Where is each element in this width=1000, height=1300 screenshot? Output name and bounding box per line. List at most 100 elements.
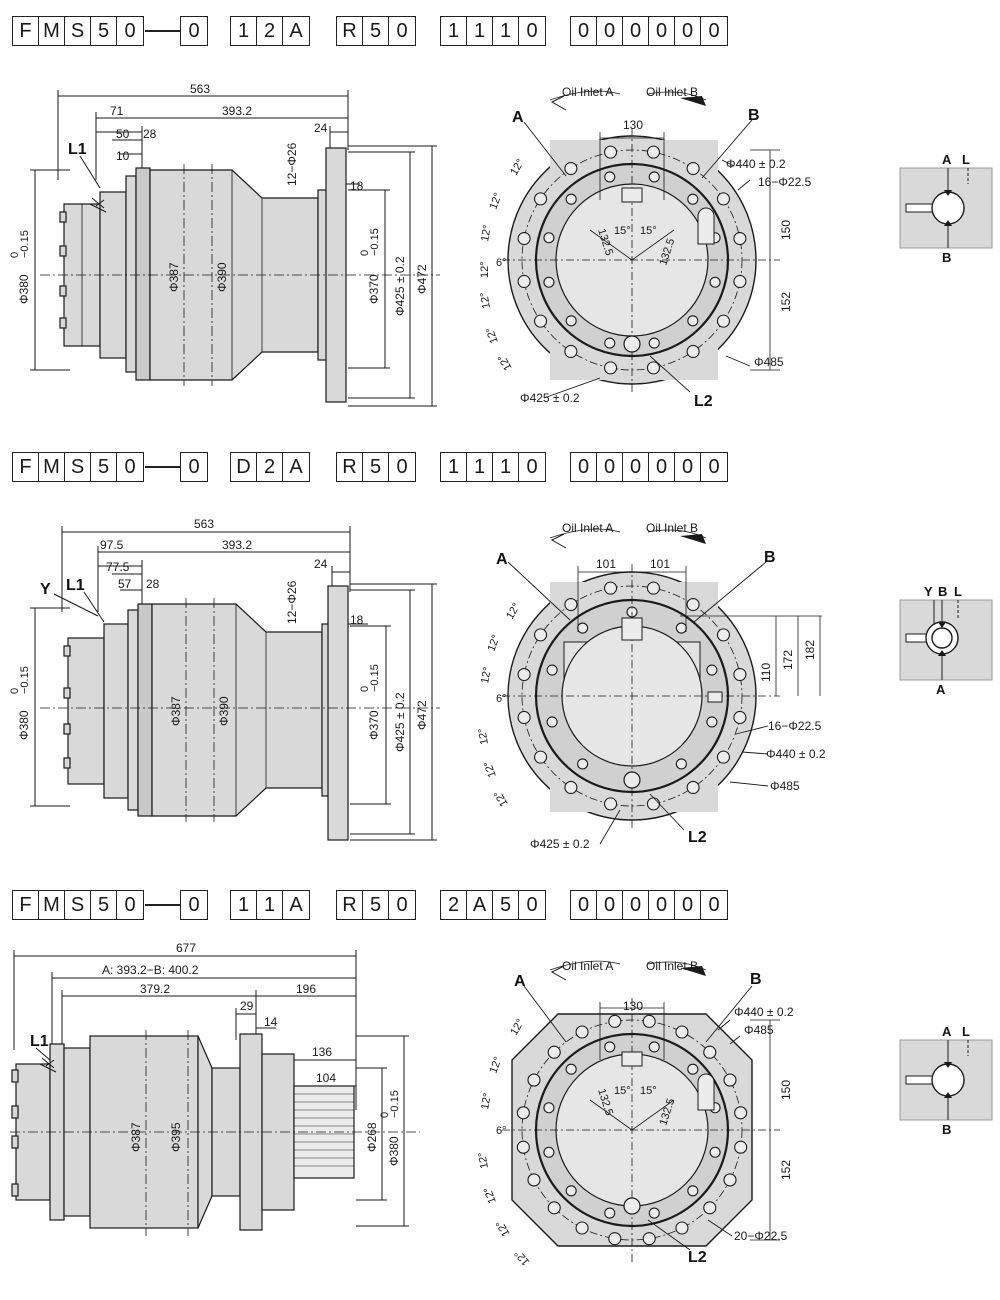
code-char: D (231, 453, 257, 481)
code-char: 0 (571, 891, 597, 919)
bolt-hole (565, 315, 577, 327)
dim-24: 24 (314, 557, 328, 571)
angle-12: 12° (478, 291, 493, 309)
angle-12: 12° (488, 1055, 505, 1075)
code-char: R (337, 453, 363, 481)
label-l2: L2 (688, 1249, 707, 1266)
tol-370-lower: −0.15 (369, 228, 381, 256)
code-char: R (337, 17, 363, 45)
angle-6: 6° (496, 693, 507, 705)
dim-50: 50 (116, 127, 130, 141)
bolt-hole (716, 750, 731, 764)
tol-370-upper: 0 (359, 250, 371, 256)
code-link-line (145, 30, 181, 32)
bolt-hole (648, 337, 660, 349)
dim-phi440: Φ440 ± 0.2 (734, 1005, 794, 1019)
dim-phi440: Φ440 ± 0.2 (766, 747, 826, 761)
bolt-hole (648, 171, 660, 183)
dim-length: 393.2 (222, 538, 252, 552)
bolt-hole (646, 361, 661, 375)
code-char: 0 (124, 455, 136, 478)
angle-12: 12° (479, 1092, 494, 1110)
code-char: 5 (363, 453, 389, 481)
label-b: B (748, 107, 760, 124)
port-label-top2: B (938, 584, 947, 599)
bolt-hole (675, 622, 687, 634)
front-view-1: A B Oil Inlet A Oil Inlet B 130 Φ440 ± 0… (478, 85, 811, 410)
dim-phi268: Φ268 (365, 1122, 379, 1152)
dim-phi485: Φ485 (754, 355, 784, 369)
dim-18: 18 (350, 613, 364, 627)
bolt-hole (575, 1221, 589, 1235)
bolt-hole (686, 161, 700, 176)
dim-152: 152 (779, 292, 793, 312)
bolt-hole (733, 667, 747, 682)
tol-380-upper: 0 (379, 1112, 391, 1118)
bolt-hole (516, 1106, 530, 1120)
code-char: 0 (649, 891, 675, 919)
code-char: 0 (675, 453, 701, 481)
code-char: A (467, 891, 493, 919)
dim-phi387: Φ387 (169, 696, 183, 726)
bolt-hole (546, 716, 558, 728)
dim-101-right: 101 (650, 557, 670, 571)
bolt-hole (642, 1232, 656, 1246)
port-label-top1: A (942, 1024, 952, 1039)
angle-12: 12° (486, 633, 503, 653)
label-a: A (514, 973, 526, 990)
bolt-hole (642, 1014, 656, 1028)
bolt-hole (646, 797, 661, 811)
dim-phi425: Φ425 ± 0.2 (530, 837, 590, 851)
label-b: B (750, 971, 762, 988)
angle-12: 12° (479, 666, 494, 684)
code-char: 0 (571, 453, 597, 481)
code-char: 2 (441, 891, 467, 919)
bolt-hole (703, 1045, 717, 1059)
angle-15-left: 15° (614, 225, 631, 237)
dim-holes: 12−Φ26 (285, 142, 299, 186)
angle-6: 6° (496, 257, 507, 269)
bolt-hole (608, 1014, 622, 1028)
side-view-1: 563 393.2 71 50 28 10 24 18 12−Φ26 L1 Φ3… (9, 82, 440, 407)
dim-136: 136 (312, 1045, 332, 1059)
dim-phi472: Φ472 (415, 700, 429, 730)
code-char: F (13, 891, 39, 919)
bolt-hole (733, 274, 747, 289)
bolt-hole (604, 171, 616, 183)
code-char: 2 (257, 17, 283, 45)
angle-15-right: 15° (640, 225, 657, 237)
label-a: A (512, 109, 524, 126)
bolt-hole (733, 710, 747, 725)
code-char: 1 (441, 17, 467, 45)
bolt-hole (675, 758, 687, 770)
code-char: 0 (708, 19, 720, 42)
dim-phi390: Φ390 (215, 262, 229, 292)
dim-phi395: Φ395 (169, 1122, 183, 1152)
code-char: 0 (188, 19, 200, 42)
angle-6: 6° (496, 1125, 507, 1137)
dim-97: 97.5 (100, 538, 124, 552)
code-char: F (13, 17, 39, 45)
dim-29: 29 (240, 999, 254, 1013)
side-view-2: 563 393.2 97.5 77.5 57 28 24 18 12−Φ26 Y… (9, 517, 440, 841)
code-char: 5 (363, 891, 389, 919)
port-label-top1: Y (924, 584, 933, 599)
dim-phi425: Φ425 ± 0.2 (520, 391, 580, 405)
bolt-hole (648, 1041, 660, 1053)
dim-phi387: Φ387 (129, 1122, 143, 1152)
code-char: 0 (124, 893, 136, 916)
dim-28: 28 (146, 577, 160, 591)
label-y: Y (40, 581, 51, 598)
oil-inlet-a-label: Oil Inlet A (562, 85, 613, 99)
oil-inlet-b-label: Oil Inlet B (646, 521, 698, 535)
label-l2: L2 (694, 393, 713, 410)
code-char: 0 (526, 455, 538, 478)
